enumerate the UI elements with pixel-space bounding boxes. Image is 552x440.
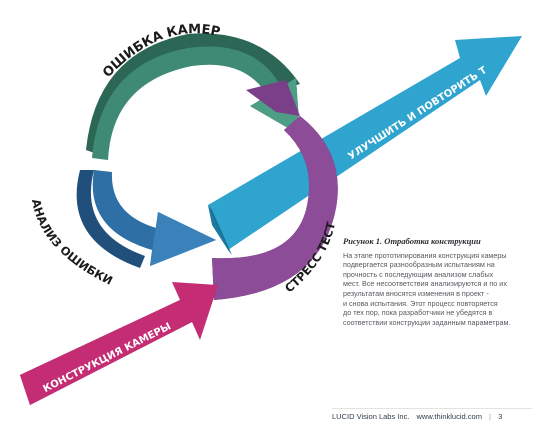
caption-line: результатам вносятся изменения в проект … [343,288,489,298]
figure-caption: Рисунок 1. Отработка конструкции На этап… [343,236,533,327]
caption-title: Рисунок 1. Отработка конструкции [343,236,481,246]
footer-company: LUCID Vision Labs Inc. [332,412,410,421]
caption-line: и снова испытания. Этот процесс повторяе… [343,298,498,308]
caption-line: На этапе прототипирования конструкция ка… [343,250,507,260]
error-analysis-arrow [76,170,216,268]
camera-design-arrow-body [20,282,218,405]
stress-test-arrow-body [212,116,338,300]
caption-line: до тех пор, пока разработчики не убедятс… [343,308,493,318]
error-analysis-arrow-tip [150,212,216,266]
footer-website[interactable]: www.thinklucid.com [416,412,482,421]
caption-line: прочность с последующим анализом слабых [343,269,494,279]
camera-error-arrow-body [92,46,300,160]
page-footer: LUCID Vision Labs Inc. www.thinklucid.co… [332,408,532,421]
improve-retest-label: УЛУЧШИТЬ И ПОВТОРИТЬ ТЕСТ [0,0,489,162]
caption-line: подвергается разнообразным испытаниям на [343,260,495,270]
stress-test-arrow [212,80,338,300]
caption-line: мест. Все несоответствия анализируются и… [343,279,507,289]
footer-separator: | [489,412,491,421]
page-number: 3 [498,412,503,421]
caption-line: соответствии конструкции заданным параме… [343,317,511,327]
improve-arrow-shade [208,205,232,255]
camera-error-arrow-side [86,33,300,155]
stress-test-arrow-tip [246,80,300,116]
error-analysis-arrow-side [76,170,145,268]
improve-retest-arrow [208,36,522,255]
improve-arrow-body [208,36,522,250]
camera-design-arrow [20,282,218,405]
